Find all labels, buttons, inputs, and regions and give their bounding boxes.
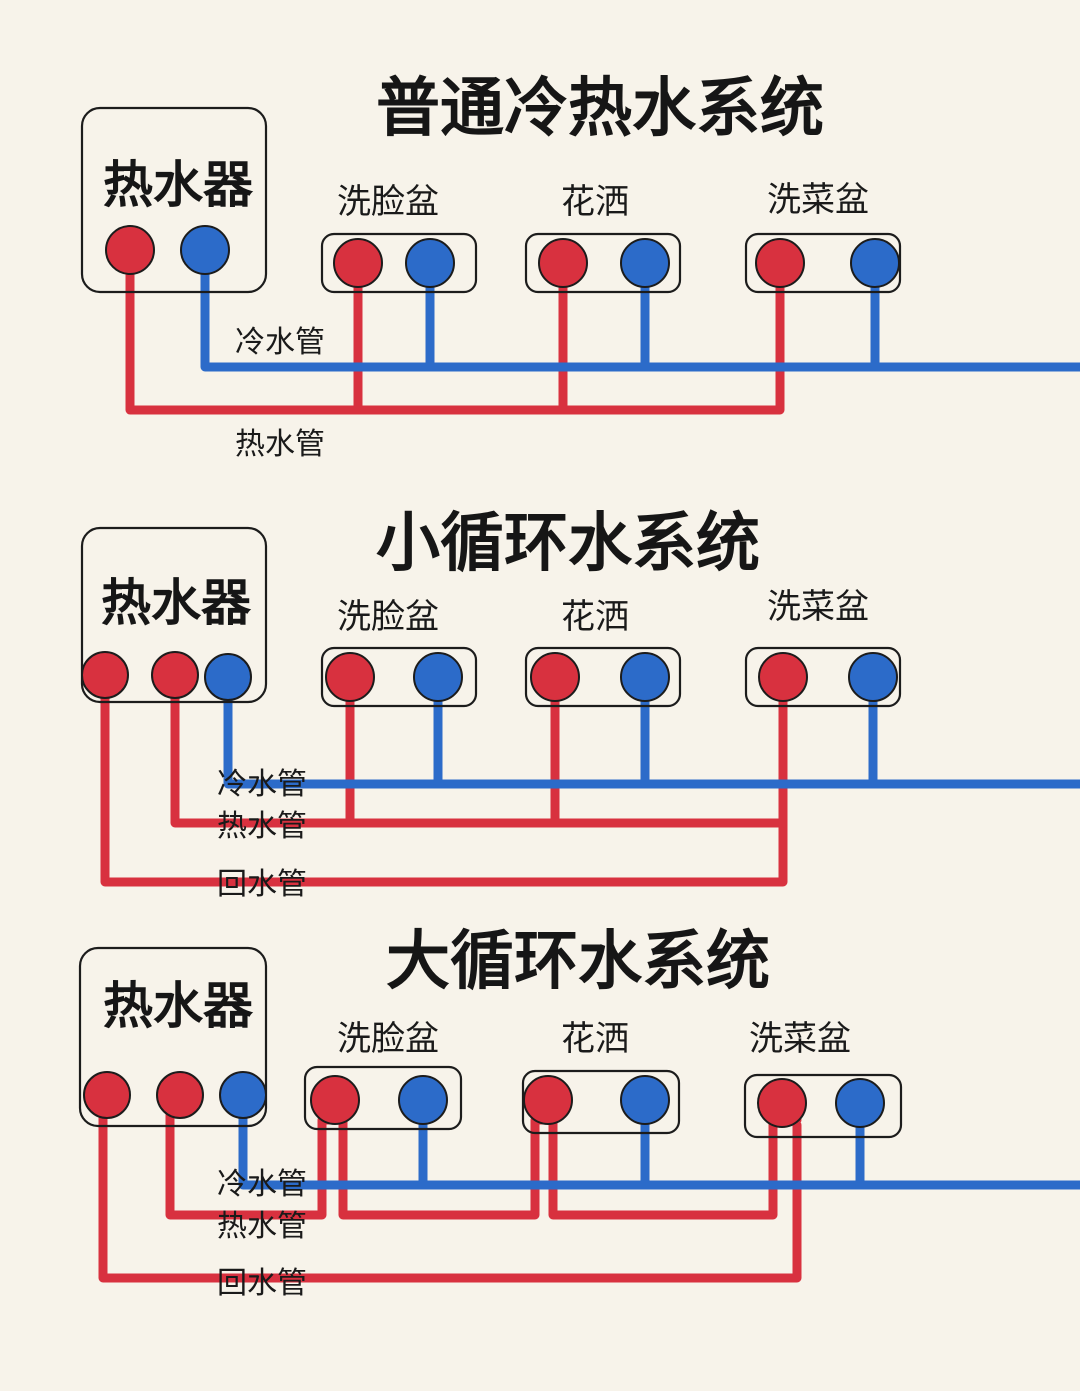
cold-port — [620, 652, 670, 702]
fixture-washbasin: 洗脸盆 — [320, 182, 478, 294]
cold-port — [405, 238, 455, 288]
fixture-label: 洗菜盆 — [749, 1019, 851, 1059]
hot-port — [757, 1078, 807, 1128]
fixture-washbasin: 洗脸盆 — [303, 1019, 463, 1131]
return-pipe-label: 回水管 — [217, 867, 307, 902]
water-heater-box — [80, 526, 268, 704]
cold-port — [413, 652, 463, 702]
section-title: 大循环水系统 — [386, 925, 770, 999]
hot-pipe-label: 热水管 — [217, 1209, 307, 1244]
return-port — [83, 1071, 131, 1119]
cold-water-pipe — [200, 245, 1080, 372]
section-title: 小循环水系统 — [376, 507, 760, 581]
water-heater-label: 热水器 — [103, 156, 254, 214]
fixture-box — [320, 232, 478, 294]
return-pipe-label: 回水管 — [217, 1266, 307, 1301]
hot-port — [310, 1075, 360, 1125]
hot-port — [755, 238, 805, 288]
fixture-label: 洗脸盆 — [337, 182, 439, 222]
hot-port — [156, 1071, 204, 1119]
cold-port — [398, 1075, 448, 1125]
fixture-label: 花洒 — [561, 597, 629, 637]
fixture-shower: 花洒 — [524, 597, 682, 708]
cold-port — [620, 238, 670, 288]
section-title: 普通冷热水系统 — [376, 72, 824, 146]
fixture-box — [320, 646, 478, 708]
hot-water-pipe — [125, 245, 785, 415]
fixture-label: 花洒 — [561, 182, 629, 222]
hot-port — [105, 225, 155, 275]
cold-water-pipe — [223, 672, 1080, 789]
fixture-washbasin: 洗脸盆 — [320, 597, 478, 708]
return-water-pipe — [100, 670, 788, 887]
hot-port — [523, 1075, 573, 1125]
hot-water-pipe — [170, 670, 788, 828]
fixture-label: 洗脸盆 — [337, 597, 439, 637]
hot-port — [151, 651, 199, 699]
hot-port — [538, 238, 588, 288]
cold-pipe-label: 冷水管 — [217, 1167, 307, 1202]
fixture-label: 洗菜盆 — [767, 180, 869, 220]
hot-port — [758, 652, 808, 702]
return-port — [81, 651, 129, 699]
cold-port — [835, 1078, 885, 1128]
pipe-network — [98, 1088, 1080, 1283]
fixture-label: 洗菜盆 — [767, 587, 869, 627]
hot-port — [333, 238, 383, 288]
cold-port — [850, 238, 900, 288]
cold-pipe-label: 冷水管 — [217, 767, 307, 802]
fixture-sink: 洗菜盆 — [744, 587, 902, 708]
hot-pipe-label: 热水管 — [217, 809, 307, 844]
fixture-box — [303, 1065, 463, 1131]
fixture-box — [743, 1073, 903, 1139]
cold-port — [620, 1075, 670, 1125]
water-heater-box — [78, 946, 268, 1128]
cold-water-pipe — [238, 1090, 1080, 1190]
hot-pipe-label: 热水管 — [235, 427, 325, 462]
fixture-label: 花洒 — [561, 1019, 629, 1059]
fixture-box — [521, 1069, 681, 1135]
hot-port — [530, 652, 580, 702]
fixture-sink: 洗菜盆 — [743, 1019, 903, 1139]
fixture-shower: 花洒 — [521, 1019, 681, 1135]
section-normal-system: 普通冷热水系统 热水器 洗脸盆 花洒 洗菜盆 — [80, 72, 1080, 462]
water-heater-box — [80, 106, 268, 294]
fixture-shower: 花洒 — [524, 182, 682, 294]
pipe-network — [100, 670, 1080, 887]
water-heater-label: 热水器 — [103, 977, 254, 1035]
cold-pipe-label: 冷水管 — [235, 325, 325, 360]
fixture-box — [524, 646, 682, 708]
cold-port — [848, 652, 898, 702]
cold-port — [180, 225, 230, 275]
fixture-box — [524, 232, 682, 294]
cold-port — [204, 653, 252, 701]
section-small-circulation: 小循环水系统 热水器 洗脸盆 花洒 洗菜盆 — [80, 507, 1080, 902]
fixture-box — [744, 646, 902, 708]
fixture-sink: 洗菜盆 — [744, 180, 902, 294]
hot-port — [325, 652, 375, 702]
fixture-label: 洗脸盆 — [337, 1019, 439, 1059]
hot-water-pipe — [165, 1088, 802, 1220]
section-large-circulation: 大循环水系统 热水器 洗脸盆 花洒 洗菜盆 — [78, 925, 1080, 1301]
water-heater-label: 热水器 — [101, 574, 252, 632]
return-water-pipe — [98, 1088, 802, 1283]
cold-port — [219, 1071, 267, 1119]
